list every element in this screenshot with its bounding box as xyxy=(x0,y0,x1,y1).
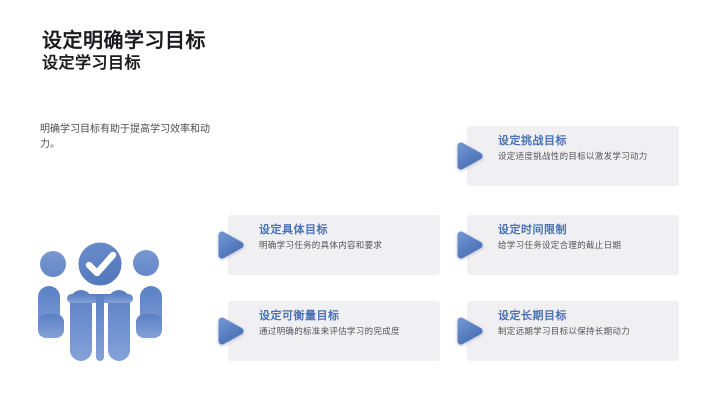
card-title: 设定时间限制 xyxy=(498,224,567,236)
left-person-leg xyxy=(70,290,92,361)
slide-title: 设定明确学习目标 xyxy=(42,30,206,52)
right-person-leg xyxy=(108,290,130,361)
arrow-right-triangle-icon xyxy=(218,231,244,259)
left-person-head xyxy=(40,251,66,277)
right-person-head xyxy=(133,250,159,276)
goal-card-time-limit: 设定时间限制 给学习任务设定合理的截止日期 xyxy=(457,215,679,275)
slide-description: 明确学习目标有助于提高学习效率和动力。 xyxy=(40,124,210,150)
card-title: 设定具体目标 xyxy=(259,224,328,236)
card-body: 通过明确的标准来评估学习的完成度 xyxy=(259,326,400,337)
card-body: 设定适度挑战性的目标以激发学习动力 xyxy=(498,151,648,162)
checkmark-badge-circle xyxy=(75,239,125,289)
people-meeting-checkmark-icon xyxy=(38,239,162,361)
slide-subtitle: 设定学习目标 xyxy=(42,55,142,72)
goal-card-measurable: 设定可衡量目标 通过明确的标准来评估学习的完成度 xyxy=(218,301,440,361)
card-title: 设定长期目标 xyxy=(498,310,567,322)
arrow-right-triangle-icon xyxy=(218,317,244,345)
card-body: 制定远期学习目标以保持长期动力 xyxy=(498,326,631,337)
card-title: 设定可衡量目标 xyxy=(259,310,340,322)
arrow-right-triangle-icon xyxy=(457,317,483,345)
goal-card-specific: 设定具体目标 明确学习任务的具体内容和要求 xyxy=(218,215,440,275)
arrow-right-triangle-icon xyxy=(457,142,483,170)
card-body: 给学习任务设定合理的截止日期 xyxy=(498,240,622,251)
goal-card-long-term: 设定长期目标 制定远期学习目标以保持长期动力 xyxy=(457,301,679,361)
checkmark-icon xyxy=(85,251,117,277)
table-leg xyxy=(96,294,104,361)
left-person-seat xyxy=(38,314,64,338)
goal-card-challenge: 设定挑战目标 设定适度挑战性的目标以激发学习动力 xyxy=(457,126,679,186)
arrow-right-triangle-icon xyxy=(457,231,483,259)
card-body: 明确学习任务的具体内容和要求 xyxy=(259,240,383,251)
right-person-seat xyxy=(136,314,162,338)
card-title: 设定挑战目标 xyxy=(498,135,567,147)
